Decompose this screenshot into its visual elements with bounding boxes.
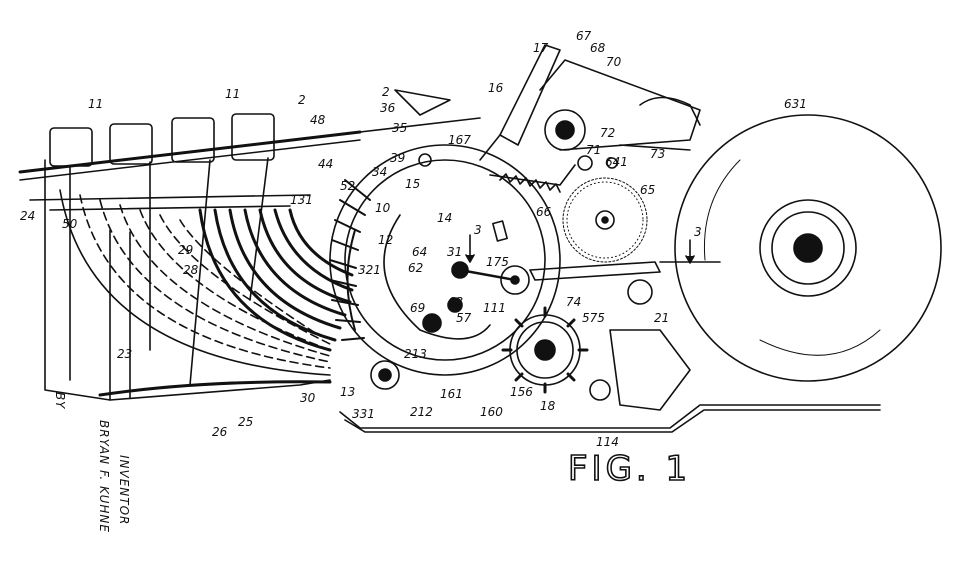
label-31: 31 xyxy=(447,245,462,259)
textured-roller xyxy=(562,177,648,263)
label-16: 16 xyxy=(488,81,504,95)
label-66: 66 xyxy=(536,205,552,219)
label-34: 34 xyxy=(372,165,387,179)
label-641: 641 xyxy=(605,155,628,169)
roller-331-hub xyxy=(378,368,392,382)
label-10: 10 xyxy=(375,201,391,215)
label-167: 167 xyxy=(448,133,471,147)
label-74: 74 xyxy=(566,295,581,309)
base-plate xyxy=(339,404,881,433)
label-52: 52 xyxy=(340,179,355,193)
label-64: 64 xyxy=(412,245,427,259)
drum-gear-edge xyxy=(499,173,561,193)
label-2a: 2 xyxy=(298,93,306,107)
main-drum xyxy=(329,144,561,376)
label-39: 39 xyxy=(390,151,405,165)
label-57: 57 xyxy=(456,311,472,325)
label-29: 29 xyxy=(178,243,193,257)
label-23: 23 xyxy=(117,347,132,361)
label-631: 631 xyxy=(784,97,807,111)
label-15: 15 xyxy=(405,177,420,191)
label-11b: 11 xyxy=(225,87,240,101)
label-13: 13 xyxy=(340,385,355,399)
card-magazines xyxy=(49,113,275,386)
lower-gear xyxy=(501,306,589,394)
label-50: 50 xyxy=(62,217,78,231)
label-26: 26 xyxy=(212,425,228,439)
stacker-tray xyxy=(609,329,691,411)
paper-roll xyxy=(674,114,942,382)
label-48: 48 xyxy=(310,113,326,127)
label-28: 28 xyxy=(183,263,199,277)
lower-lever xyxy=(529,261,661,281)
label-72: 72 xyxy=(600,126,615,140)
label-24: 24 xyxy=(20,209,35,223)
label-160: 160 xyxy=(480,405,503,419)
label-73: 73 xyxy=(650,147,665,161)
section-arrow-right-head xyxy=(685,255,695,264)
label-21: 21 xyxy=(654,311,669,325)
label-161: 161 xyxy=(440,387,463,401)
figure-title: FIG. 1 xyxy=(568,449,691,489)
label-25: 25 xyxy=(238,415,253,429)
section-arrow-left-head xyxy=(465,254,475,263)
label-44: 44 xyxy=(318,157,333,171)
label-63: 63 xyxy=(448,295,463,309)
roller-114 xyxy=(589,379,611,401)
label-11a: 11 xyxy=(88,97,103,111)
label-30: 30 xyxy=(300,391,316,405)
label-14: 14 xyxy=(437,211,452,225)
inventor-heading: INVENTOR xyxy=(117,455,131,525)
roller-331 xyxy=(370,360,400,390)
label-213: 213 xyxy=(404,347,427,361)
frame-rail xyxy=(18,117,481,211)
label-12: 12 xyxy=(378,233,393,247)
inventor-name: BRYAN F. KUHNE xyxy=(97,420,111,533)
feed-chute xyxy=(394,44,576,186)
label-175: 175 xyxy=(486,255,509,269)
label-17: 17 xyxy=(533,41,549,55)
label-18: 18 xyxy=(540,399,556,413)
label-70: 70 xyxy=(606,55,622,69)
drum-teeth xyxy=(329,179,371,341)
label-3a: 3 xyxy=(474,223,482,237)
upper-mechanism xyxy=(539,59,701,171)
label-35: 35 xyxy=(392,121,407,135)
label-71: 71 xyxy=(586,143,601,157)
label-321: 321 xyxy=(358,263,381,277)
label-69: 69 xyxy=(410,301,425,315)
label-36: 36 xyxy=(380,101,396,115)
label-212: 212 xyxy=(410,405,433,419)
label-156: 156 xyxy=(510,385,533,399)
label-131: 131 xyxy=(290,193,313,207)
label-114: 114 xyxy=(596,435,619,449)
reference-numerals: 11 11 2 2 17 67 68 70 631 36 48 35 39 16… xyxy=(20,29,807,449)
label-67: 67 xyxy=(576,29,592,43)
curved-card-guides xyxy=(198,208,354,352)
label-111: 111 xyxy=(483,301,506,315)
by-label: BY xyxy=(53,392,67,410)
label-2b: 2 xyxy=(382,85,390,99)
label-575: 575 xyxy=(582,311,605,325)
roller-21 xyxy=(627,279,653,305)
label-331: 331 xyxy=(352,407,375,421)
label-68: 68 xyxy=(590,41,606,55)
card-hopper xyxy=(44,159,332,401)
label-3b: 3 xyxy=(694,225,702,239)
label-62: 62 xyxy=(408,261,423,275)
label-65: 65 xyxy=(640,183,655,197)
